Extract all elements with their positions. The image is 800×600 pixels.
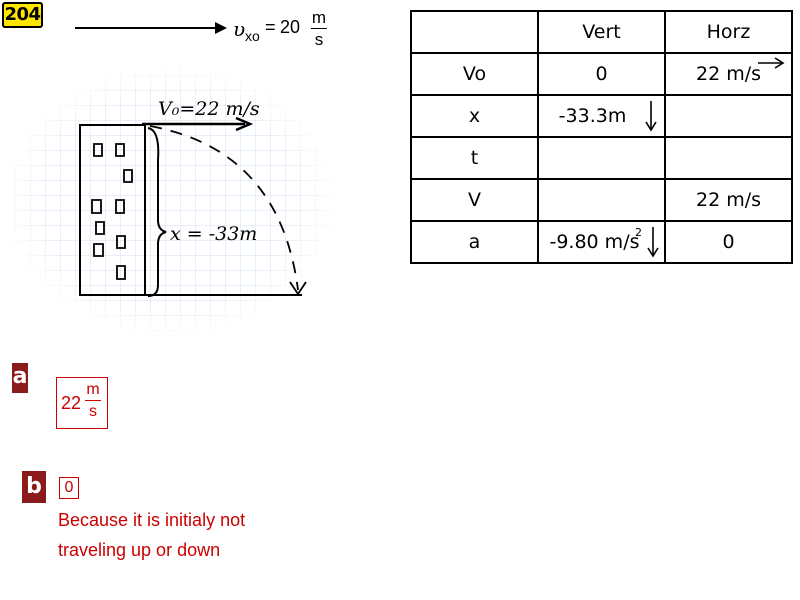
- window-icons: [91, 143, 133, 280]
- height-brace: [147, 127, 167, 297]
- header-cell-empty: [410, 10, 539, 54]
- velocity-arrow-icon: [235, 116, 254, 132]
- unit-numerator: m: [86, 381, 100, 398]
- part-b-explanation-line1: Because it is initialy not: [58, 510, 246, 530]
- fraction-bar: [85, 400, 101, 401]
- table-row: x -33.3m: [410, 94, 793, 138]
- cell-vert: [537, 136, 666, 180]
- cell-vert: -33.3m: [537, 94, 666, 138]
- cliff-sketch: V₀=22 m/s x = -33m: [0, 60, 340, 340]
- table-row: V 22 m/s: [410, 178, 793, 222]
- sketch-height-label: x = -33m: [170, 223, 257, 245]
- cell-vert-text: -9.80 m/s: [549, 231, 640, 253]
- unit-numerator: m: [311, 8, 327, 27]
- unit-denominator: s: [89, 403, 97, 420]
- cell-vert: [537, 178, 666, 222]
- trajectory-path: [149, 125, 299, 291]
- exponent: 2: [635, 226, 642, 239]
- cell-horz: 22 m/s: [664, 52, 793, 96]
- part-a-label: a: [12, 363, 28, 393]
- cell-vert-text: -33.3m: [558, 105, 627, 127]
- building-icon: [79, 124, 146, 296]
- part-b-explanation-line2: traveling up or down: [58, 540, 221, 560]
- part-a-answer-value: 22: [61, 393, 82, 413]
- cell-horz-text: 22 m/s: [695, 63, 762, 85]
- row-label: V: [410, 178, 539, 222]
- velocity-subscript: xo: [245, 28, 260, 44]
- arrow-line: [75, 27, 220, 29]
- equals-sign: =: [265, 17, 276, 37]
- table-row: Vo 0 22 m/s: [410, 52, 793, 96]
- arrow-head-icon: [215, 22, 227, 34]
- down-arrow-icon: [645, 101, 657, 132]
- header-cell-vert: Vert: [537, 10, 666, 54]
- fraction-bar: [311, 28, 327, 29]
- part-b-answer-box[interactable]: 0: [59, 477, 79, 499]
- row-label: Vo: [410, 52, 539, 96]
- row-label: a: [410, 220, 539, 264]
- given-velocity: υ xo = 20 m s: [75, 8, 335, 54]
- table-header-row: Vert Horz: [410, 10, 793, 54]
- row-label: x: [410, 94, 539, 138]
- cell-horz: [664, 136, 793, 180]
- part-a-answer-box[interactable]: 22 m s: [56, 377, 108, 429]
- table-row: t: [410, 136, 793, 180]
- cell-horz: 0: [664, 220, 793, 264]
- velocity-unit: m s: [311, 8, 327, 49]
- down-arrow-icon: [647, 227, 659, 258]
- cell-horz: [664, 94, 793, 138]
- cell-vert: 0: [537, 52, 666, 96]
- header-cell-horz: Horz: [664, 10, 793, 54]
- slide-number-badge: 204: [2, 2, 43, 28]
- right-arrow-icon: [758, 57, 785, 69]
- part-b-label: b: [22, 471, 46, 503]
- row-label: t: [410, 136, 539, 180]
- cell-horz: 22 m/s: [664, 178, 793, 222]
- velocity-value: 20: [280, 17, 301, 37]
- sketch-velocity-label: V₀=22 m/s: [158, 98, 260, 120]
- unit-denominator: s: [314, 30, 324, 49]
- velocity-symbol: υ: [233, 17, 246, 41]
- landing-arrow-icon: [289, 281, 307, 296]
- kinematics-table: Vert Horz Vo 0 22 m/s x -33.3m t V: [410, 10, 793, 264]
- part-a-answer-unit: m s: [85, 380, 101, 421]
